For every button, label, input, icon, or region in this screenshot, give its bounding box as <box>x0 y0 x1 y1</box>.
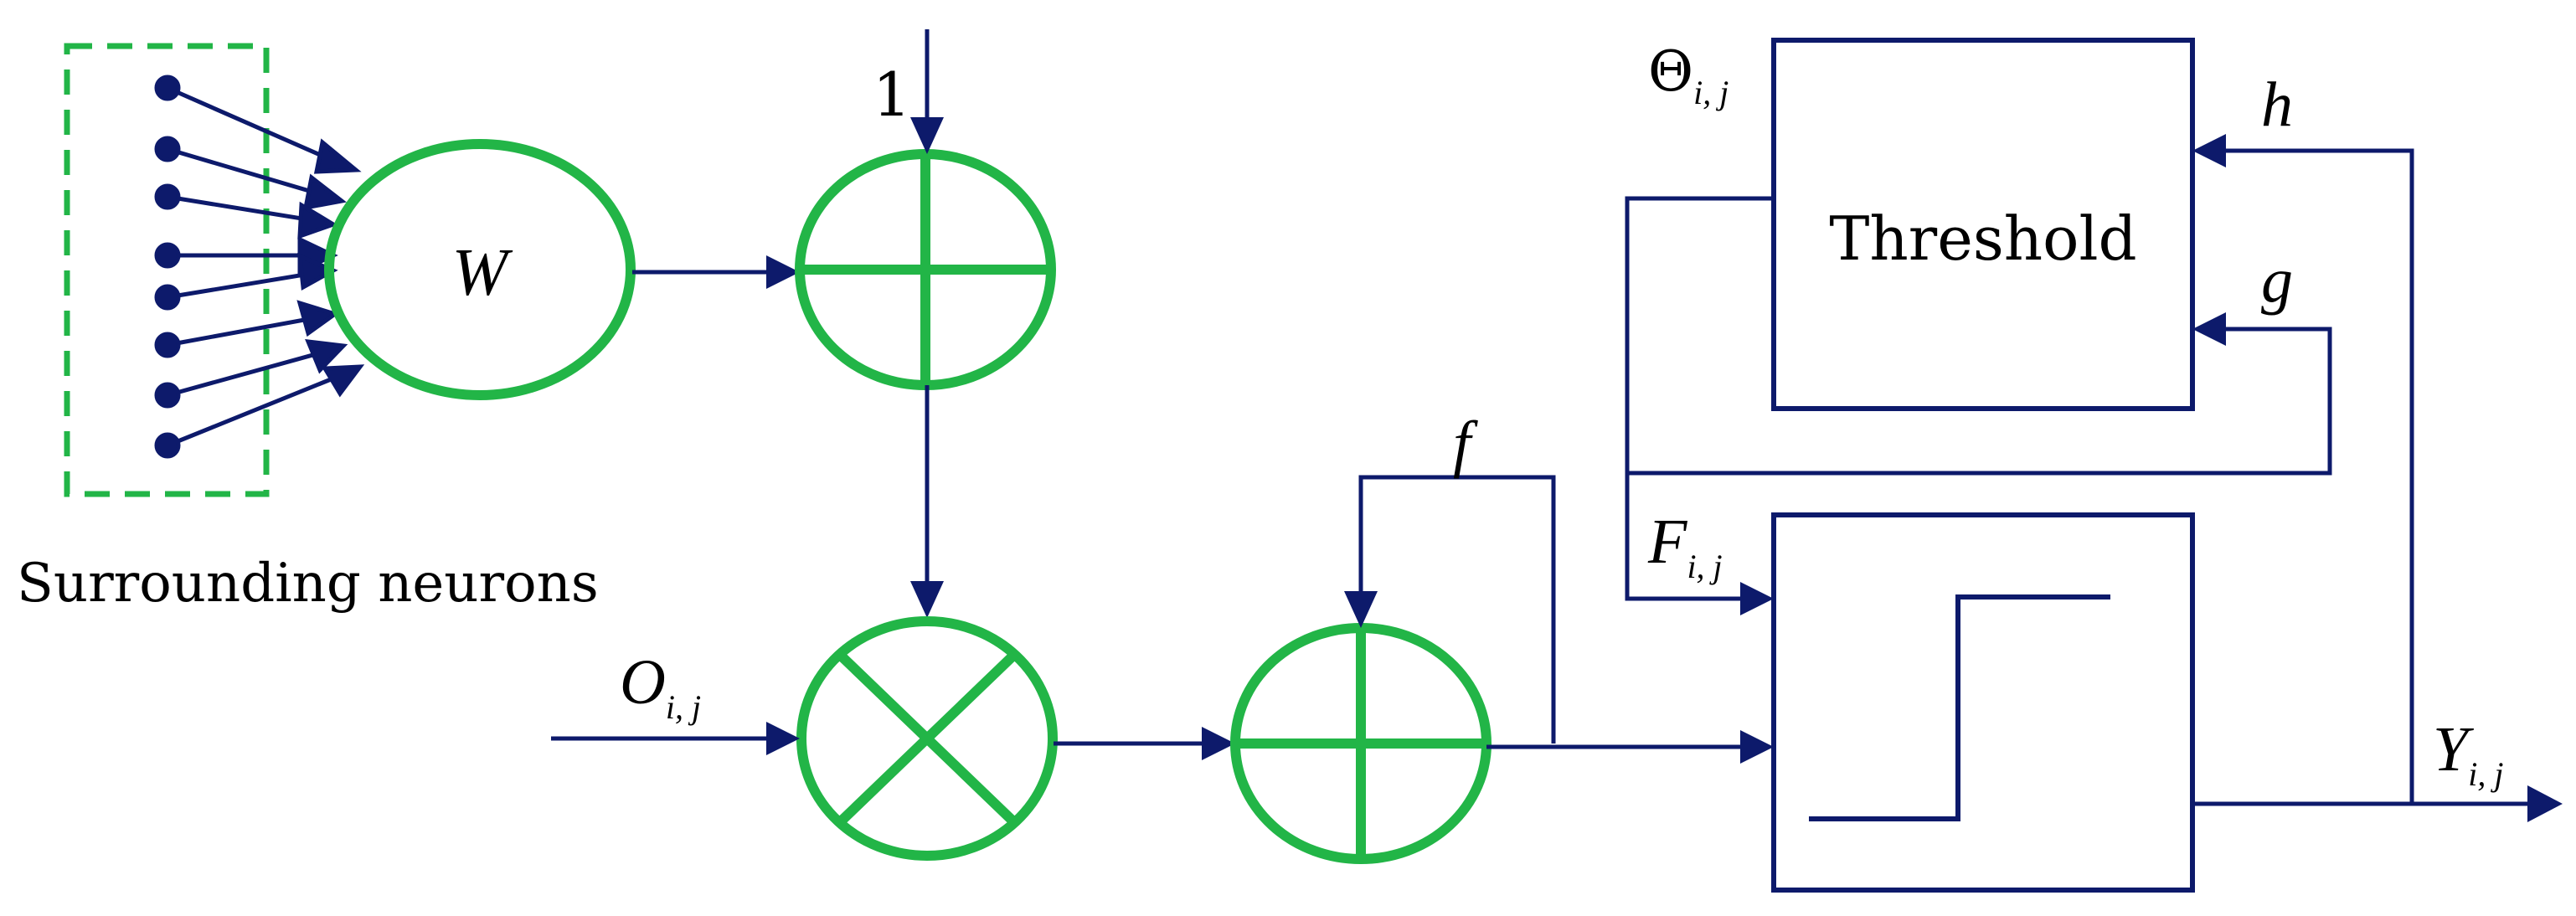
surrounding-neurons-caption: Surrounding neurons <box>17 553 599 615</box>
threshold-label: Threshold <box>1829 203 2136 274</box>
step-function-box <box>1771 512 2195 893</box>
Y-label: Yi, j <box>2433 714 2504 793</box>
h-feedback-path <box>2219 148 2414 804</box>
O-label: Oi, j <box>620 647 701 726</box>
surrounding-neurons-box <box>64 43 270 497</box>
weight-label: W <box>452 236 513 310</box>
arrowhead <box>1740 582 1774 615</box>
neuron-dot <box>154 136 181 162</box>
neuron-dot <box>154 332 181 358</box>
f-feedback-path <box>1358 475 1556 744</box>
arrowhead <box>910 117 944 154</box>
neuron-dot <box>154 432 181 459</box>
weight-node <box>324 139 636 400</box>
adder-top <box>795 149 1056 390</box>
threshold-box <box>1771 38 2195 411</box>
F-label: Fi, j <box>1647 507 1723 585</box>
theta-output-path <box>1625 196 1774 601</box>
g-feedback-path <box>1627 327 2332 476</box>
neuron-inputs <box>154 75 365 459</box>
arrowhead <box>1202 727 1235 760</box>
h-label: h <box>2261 69 2293 140</box>
step-function-curve <box>1809 594 2110 821</box>
multiplier <box>796 616 1058 861</box>
one-label: 1 <box>873 59 911 130</box>
arrowhead <box>766 722 800 755</box>
adder-feeding <box>1230 623 1492 864</box>
neuron-dot <box>154 284 181 311</box>
arrowhead <box>1740 730 1774 764</box>
arrowhead <box>766 255 800 289</box>
neuron-dot <box>154 382 181 409</box>
f-label: f <box>1453 409 1478 479</box>
theta-label: Θi, j <box>1648 39 1728 111</box>
arrowhead <box>910 581 944 618</box>
neuron-dot <box>154 183 181 210</box>
neuron-dot <box>154 242 181 269</box>
arrowhead <box>2192 134 2226 167</box>
arrowhead <box>2527 785 2563 822</box>
arrowhead <box>2192 312 2226 346</box>
g-label: g <box>2261 245 2293 316</box>
arrowhead <box>1344 591 1378 628</box>
neuron-dot <box>154 75 181 101</box>
